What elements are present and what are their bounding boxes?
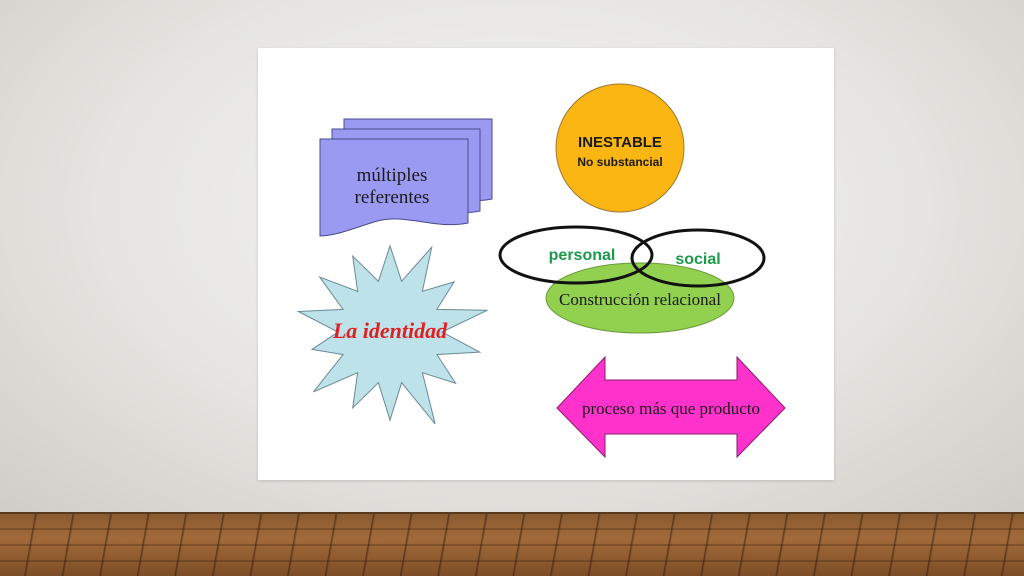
circle-subtitle: No substancial: [577, 155, 662, 169]
venn-left-label: personal: [549, 247, 616, 264]
diagram-canvas: múltiples referentes INESTABLE No substa…: [296, 83, 786, 459]
venn-diagram: personal social Construcción relacional: [498, 225, 766, 334]
venn-bottom-label: Construcción relacional: [559, 290, 721, 309]
inestable-circle: INESTABLE No substancial: [555, 83, 685, 213]
venn-right-label: social: [675, 251, 720, 268]
process-double-arrow: proceso más que producto: [556, 355, 786, 459]
venn-right-ellipse: [630, 228, 766, 288]
relational-ellipse: [545, 262, 735, 334]
circle-title: INESTABLE: [578, 134, 662, 151]
inestable-circle-shape: [555, 83, 685, 213]
double-arrow-shape: [556, 355, 786, 459]
wood-floor: [0, 514, 1024, 576]
starburst-label: La identidad: [332, 318, 448, 343]
documents-label-line2: referentes: [355, 187, 430, 208]
arrow-label: proceso más que producto: [582, 399, 760, 418]
multiple-documents-shape: múltiples referentes: [319, 118, 493, 237]
documents-label-line1: múltiples: [357, 165, 428, 186]
slide: múltiples referentes INESTABLE No substa…: [258, 48, 834, 480]
venn-left-ellipse: [498, 225, 654, 285]
starburst-shape: [296, 244, 488, 425]
document-front: [319, 138, 469, 237]
identity-starburst: La identidad: [296, 244, 488, 425]
